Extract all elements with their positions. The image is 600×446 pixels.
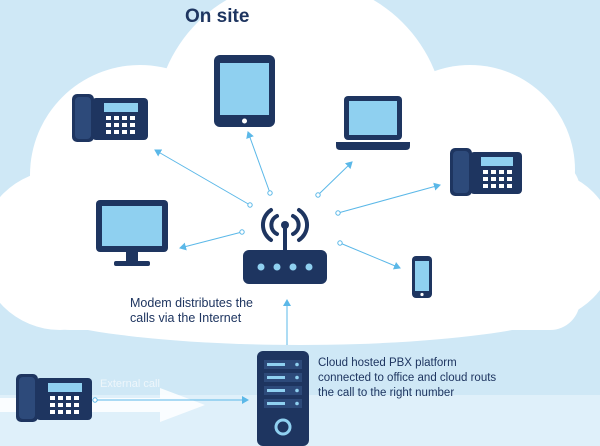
pbx-caption: Cloud hosted PBX platform connected to o… <box>318 357 497 399</box>
server-icon <box>257 351 309 446</box>
arrow-origin-dots <box>239 190 343 246</box>
monitor-icon <box>96 200 168 266</box>
arrow-to-smartphone <box>339 242 401 270</box>
arrow-to-monitor <box>179 231 243 251</box>
arrow-to-deskphone-right <box>337 182 441 214</box>
diagram-title: On site <box>185 6 250 27</box>
desk-phone-icon <box>450 148 522 196</box>
smartphone-icon <box>412 256 432 298</box>
external-call-label: External call <box>100 378 160 390</box>
desk-phone-icon <box>72 94 148 142</box>
arrow-to-deskphone-left <box>154 149 251 206</box>
arrow-to-tablet <box>246 131 271 194</box>
arrow-to-laptop <box>317 161 353 196</box>
wifi-router-icon <box>243 208 327 284</box>
tablet-icon <box>214 55 275 127</box>
modem-caption: Modem distributes the calls via the Inte… <box>130 296 253 325</box>
laptop-icon <box>336 96 410 150</box>
external-call-arrow <box>0 388 249 422</box>
desk-phone-icon <box>16 374 92 422</box>
distribution-arrows <box>154 131 441 345</box>
